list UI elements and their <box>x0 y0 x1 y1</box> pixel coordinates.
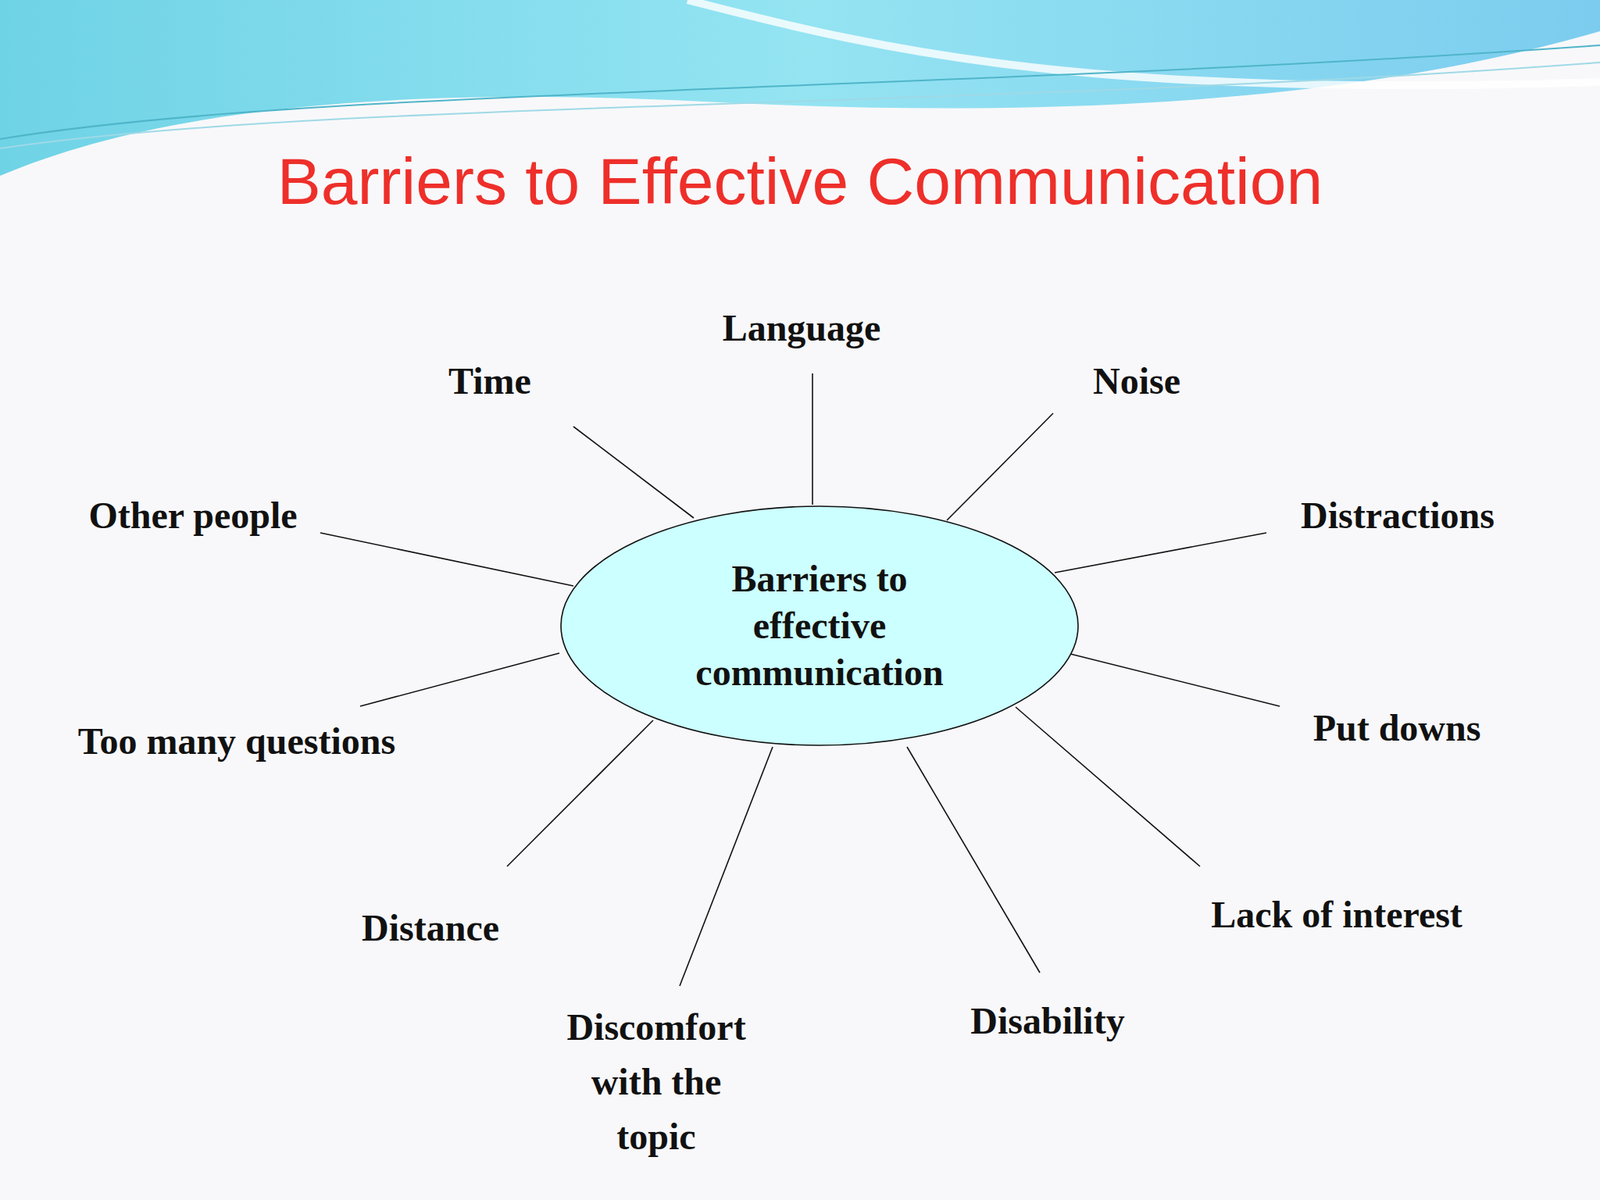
title: Barriers to Effective Communication <box>277 143 1323 220</box>
barrier-label: Lack of interest <box>1210 892 1463 938</box>
barrier-label: Language <box>722 305 882 351</box>
barrier-label: Distance <box>361 905 500 951</box>
barrier-label: Discomfort with the topic <box>563 1000 750 1165</box>
barrier-label: Noise <box>1092 358 1181 404</box>
barrier-label: Time <box>448 358 532 404</box>
ellipse-node: Barriers to effective communication <box>560 505 1079 747</box>
barrier-label: Other people <box>88 492 297 539</box>
barrier-label: Put downs <box>1313 705 1482 751</box>
node-text: Barriers to effective communication <box>685 555 955 697</box>
barrier-label: Disability <box>970 998 1125 1044</box>
barrier-label: Distractions <box>1300 492 1495 539</box>
barrier-label: Too many questions <box>78 718 396 765</box>
